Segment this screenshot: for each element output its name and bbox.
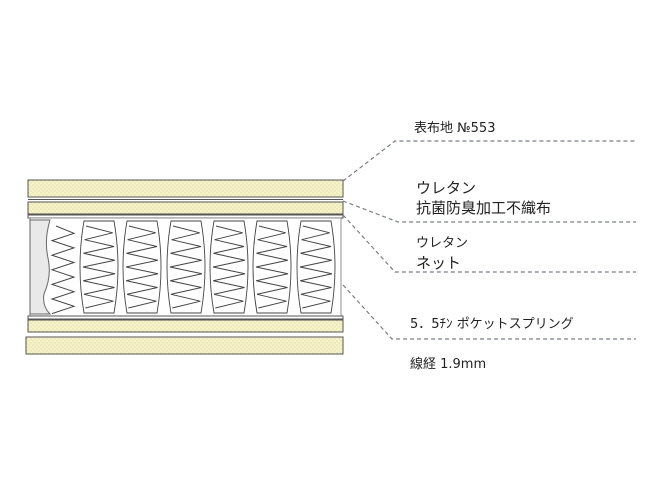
spring-pocket <box>252 220 292 314</box>
spring-block-frame <box>29 217 342 317</box>
base-foam-layer <box>25 336 344 355</box>
label-wire-gauge: 線経 1.9mm <box>410 357 487 372</box>
leader-lines <box>342 140 636 340</box>
bottom-foam-layer <box>27 319 344 333</box>
label-urethane-second: ウレタン <box>416 236 469 251</box>
pocket-springs <box>50 220 336 315</box>
spring-coil-edge <box>50 225 76 315</box>
spring-coil <box>169 225 203 309</box>
bottom-net-sheet <box>27 315 344 320</box>
label-pocket-spring: 5．5ﾁﾝ ポケットスプリング <box>410 317 574 332</box>
spring-pocket <box>79 220 119 314</box>
net-sheet <box>27 214 344 219</box>
spring-pocket <box>166 220 206 314</box>
label-net: ネット <box>416 254 462 272</box>
leader-pocket-spring <box>342 284 636 340</box>
spring-coil <box>255 225 289 309</box>
spring-coil <box>212 225 246 309</box>
side-edge-foam <box>29 219 52 315</box>
spring-pocket <box>122 220 162 314</box>
leader-urethane-antibac <box>342 200 636 223</box>
second-foam-layer <box>27 201 344 215</box>
spring-coil <box>299 225 333 309</box>
leader-fabric <box>342 140 636 182</box>
label-antibacterial-nonwoven: 抗菌防臭加工不織布 <box>416 199 552 217</box>
top-foam-layer <box>27 179 344 198</box>
label-fabric: 表布地 №553 <box>414 121 496 136</box>
spring-coil <box>125 225 159 309</box>
label-urethane-top: ウレタン <box>416 179 477 197</box>
leader-urethane-net <box>342 214 636 273</box>
spring-pocket <box>296 220 336 314</box>
spring-pocket <box>209 220 249 314</box>
spring-coil <box>82 225 116 309</box>
